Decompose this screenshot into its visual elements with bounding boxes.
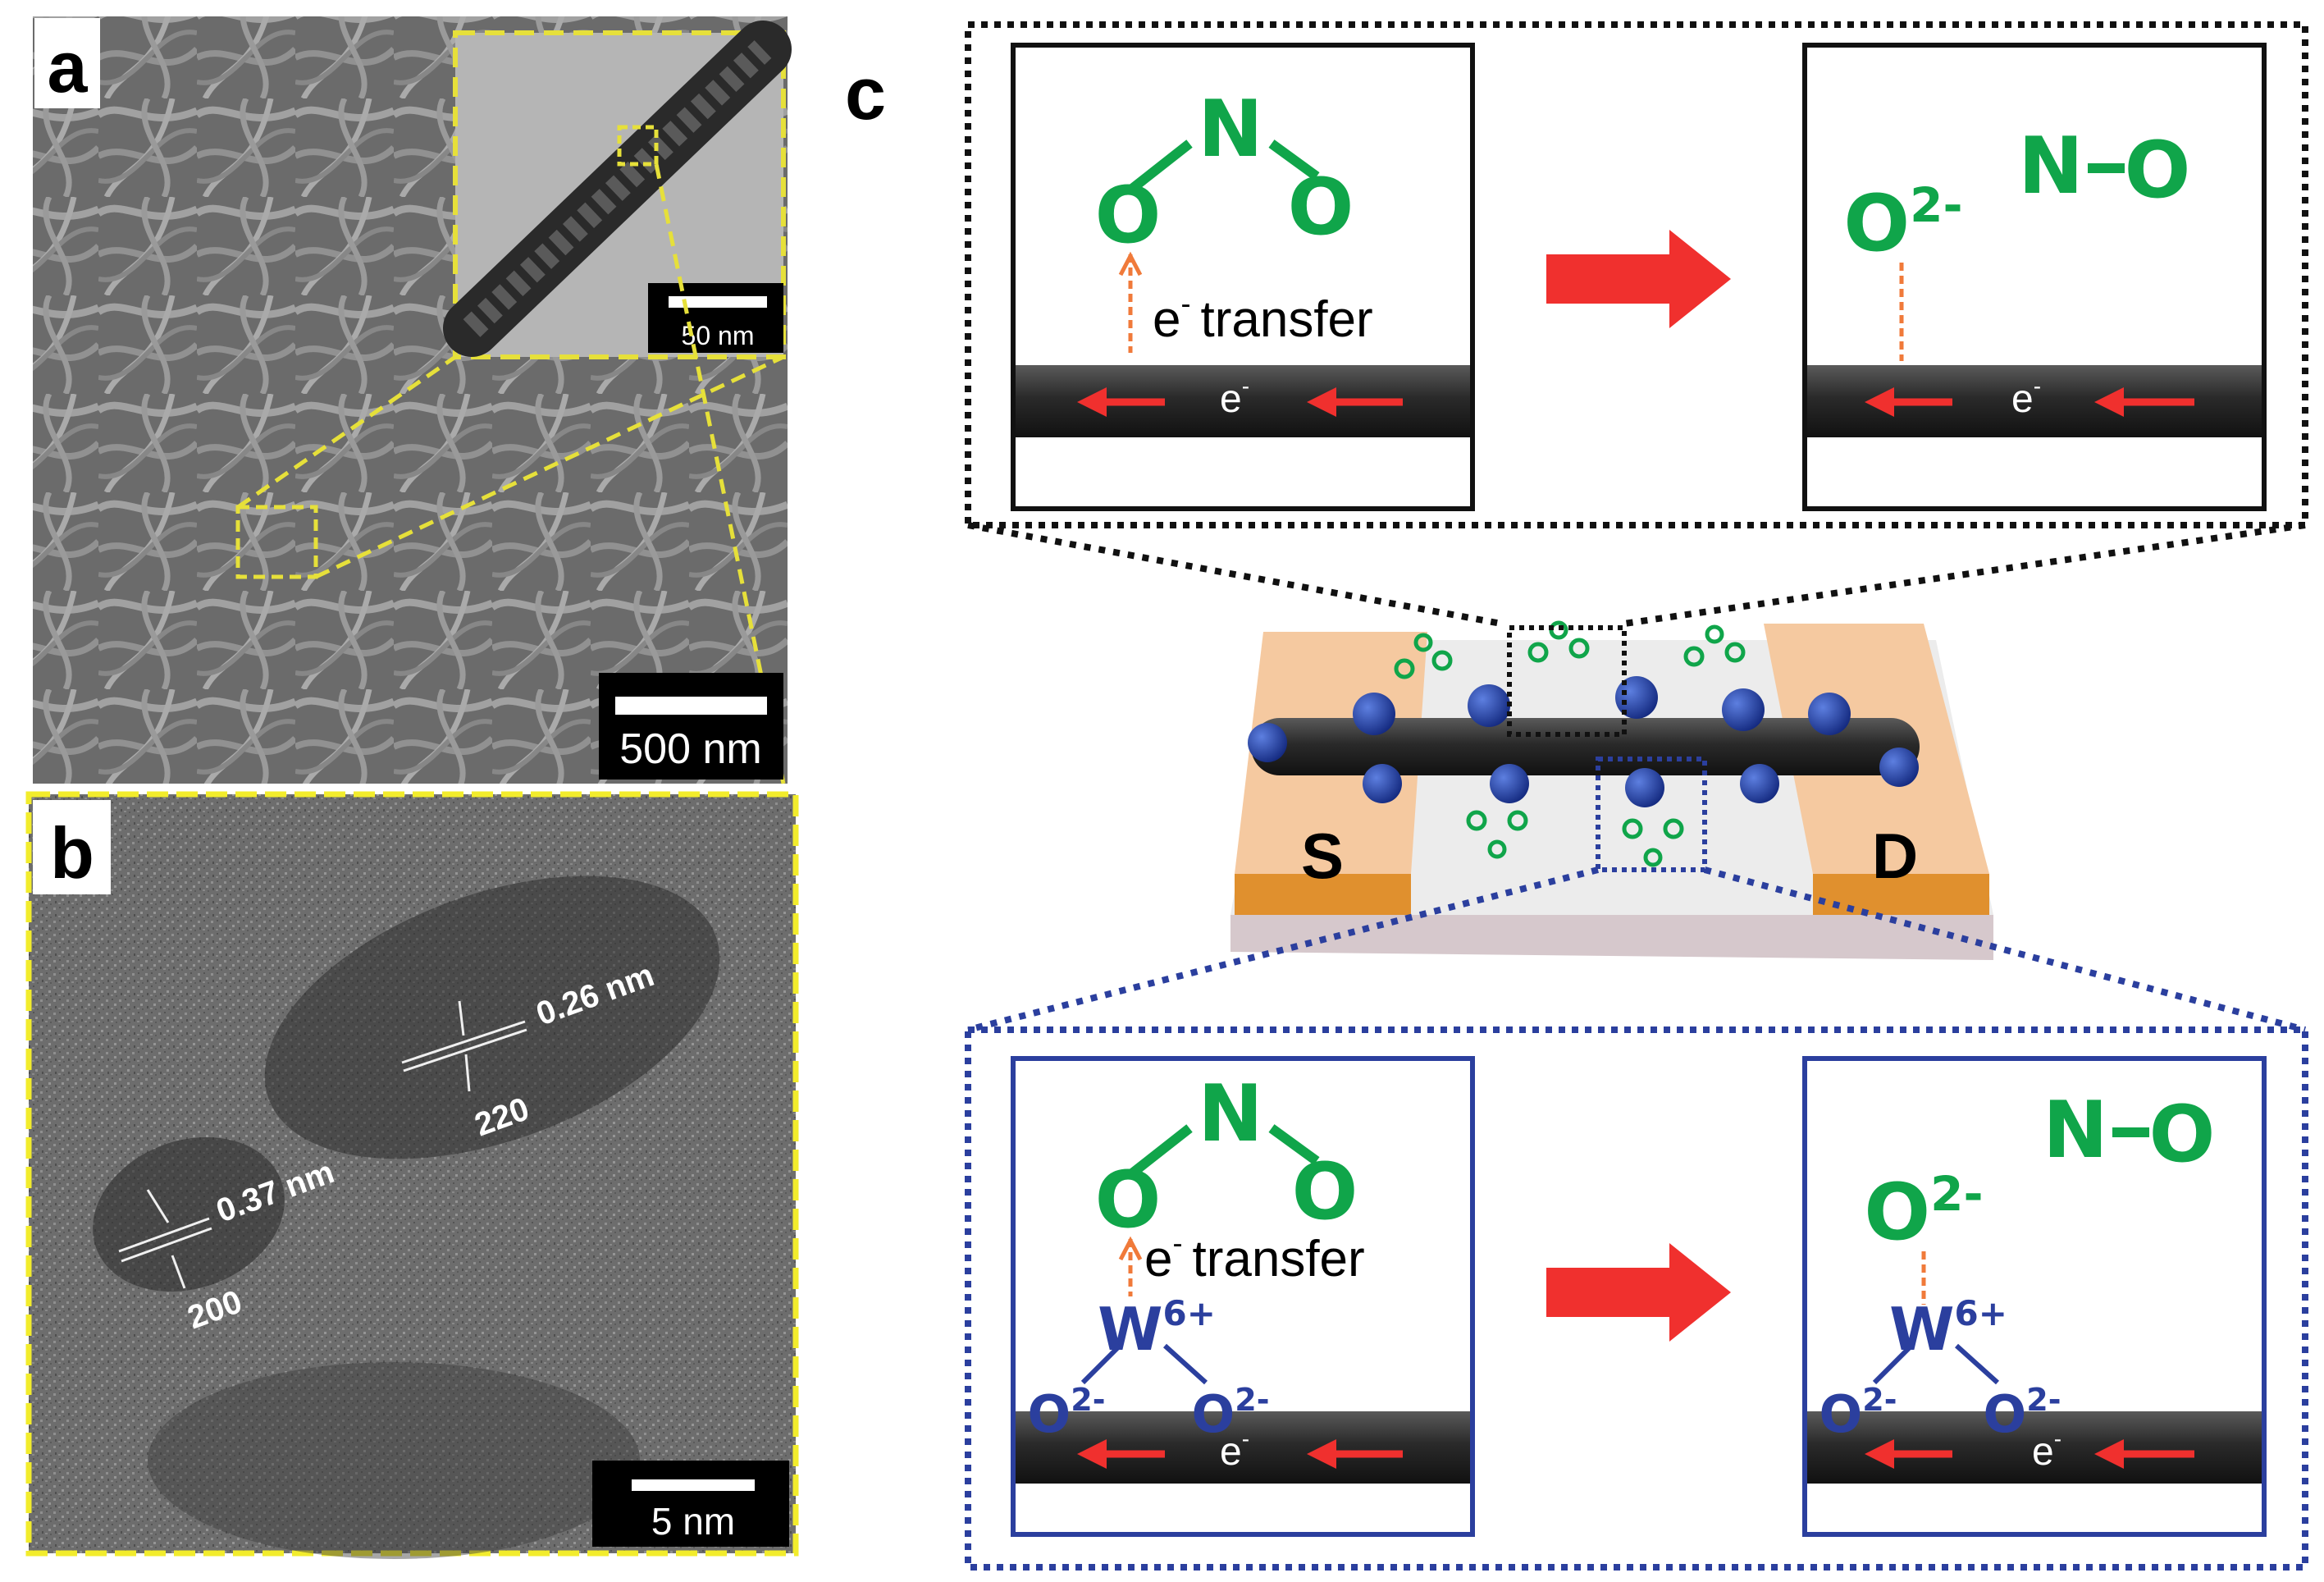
wo3-particles xyxy=(1248,676,1919,807)
atom-o: O xyxy=(2149,1090,2216,1180)
svg-text:O2-: O2- xyxy=(1028,1382,1106,1444)
panel-label-c: c xyxy=(845,53,886,135)
box-bottom-right: O2- N O W6+ O2- O2- e- xyxy=(1802,1056,2267,1537)
substrate-side xyxy=(1230,915,1993,960)
electron-symbol: e xyxy=(1153,291,1180,348)
atom-n: N xyxy=(2018,121,2084,212)
crystal-1 xyxy=(264,876,720,1159)
scale-label-main: 500 nm xyxy=(619,725,761,773)
scale-label-b: 5 nm xyxy=(651,1500,735,1543)
nanowire xyxy=(1251,718,1920,775)
svg-text:e-transfer: e-transfer xyxy=(1144,1226,1365,1287)
lattice-oxygen: O xyxy=(1028,1384,1071,1444)
drain-label: D xyxy=(1872,820,1918,892)
atom-o-right: O xyxy=(1288,162,1354,253)
sensor-device: S D xyxy=(1230,620,1993,960)
zoom-box xyxy=(235,505,318,579)
svg-text:e-: e- xyxy=(2011,373,2041,421)
lattice-oxygen: O xyxy=(1984,1384,2027,1444)
source-label: S xyxy=(1301,820,1344,892)
atom-o-charged: O xyxy=(1843,179,1910,269)
svg-text:e-: e- xyxy=(1220,1426,1249,1474)
panel-label-b: b xyxy=(50,812,94,894)
top-zoom-region xyxy=(1507,625,1627,737)
panel-a: a 50 nm 500 nm xyxy=(33,16,792,784)
atom-n: N xyxy=(1198,1069,1263,1159)
svg-text:O2-: O2- xyxy=(1864,1166,1983,1258)
atom-o-left: O xyxy=(1095,171,1162,261)
inset-zoom-box xyxy=(617,125,659,167)
lattice-oxygen: O xyxy=(1192,1384,1235,1444)
transfer-label: transfer xyxy=(1192,1231,1364,1287)
panel-b: b 0.26 nm 220 0.37 nm 200 5 nm xyxy=(25,791,799,1559)
panel-label-a: a xyxy=(48,26,89,107)
atom-o-left: O xyxy=(1095,1155,1162,1246)
svg-text:O2-: O2- xyxy=(1192,1382,1270,1444)
svg-text:e-transfer: e-transfer xyxy=(1153,286,1373,348)
panel-c: c N O O e-transfer e- O2- N xyxy=(845,21,2308,1571)
bottom-zoom-frame xyxy=(965,1026,2308,1571)
box-bottom-left: N O O e-transfer W6+ O2- O2- e- xyxy=(1011,1056,1475,1537)
svg-text:e-: e- xyxy=(2032,1426,2061,1474)
bottom-zoom-region xyxy=(1596,757,1707,872)
transfer-label: transfer xyxy=(1200,291,1372,348)
box-top-left: N O O e-transfer e- xyxy=(1011,43,1475,511)
box-top-right: O2- N O e- xyxy=(1802,43,2267,511)
adsorbed-no2-molecules xyxy=(1394,620,1746,867)
svg-text:W6+: W6+ xyxy=(1889,1293,2007,1364)
tungsten-ion: W xyxy=(1098,1295,1162,1364)
svg-text:O2-: O2- xyxy=(1819,1382,1897,1444)
svg-text:O2-: O2- xyxy=(1843,177,1962,269)
atom-n: N xyxy=(1198,85,1263,175)
arrow-right-icon xyxy=(1546,230,1731,328)
atom-n: N xyxy=(2043,1086,2108,1176)
atom-o: O xyxy=(2125,126,2191,216)
lattice-oxygen: O xyxy=(1819,1384,1863,1444)
atom-o-right: O xyxy=(1292,1147,1358,1237)
svg-text:e-: e- xyxy=(1220,373,1249,421)
tungsten-ion: W xyxy=(1889,1295,1954,1364)
svg-text:W6+: W6+ xyxy=(1098,1293,1216,1364)
arrow-right-icon xyxy=(1546,1243,1731,1342)
svg-text:O2-: O2- xyxy=(1984,1382,2061,1444)
atom-o-charged: O xyxy=(1864,1168,1930,1258)
